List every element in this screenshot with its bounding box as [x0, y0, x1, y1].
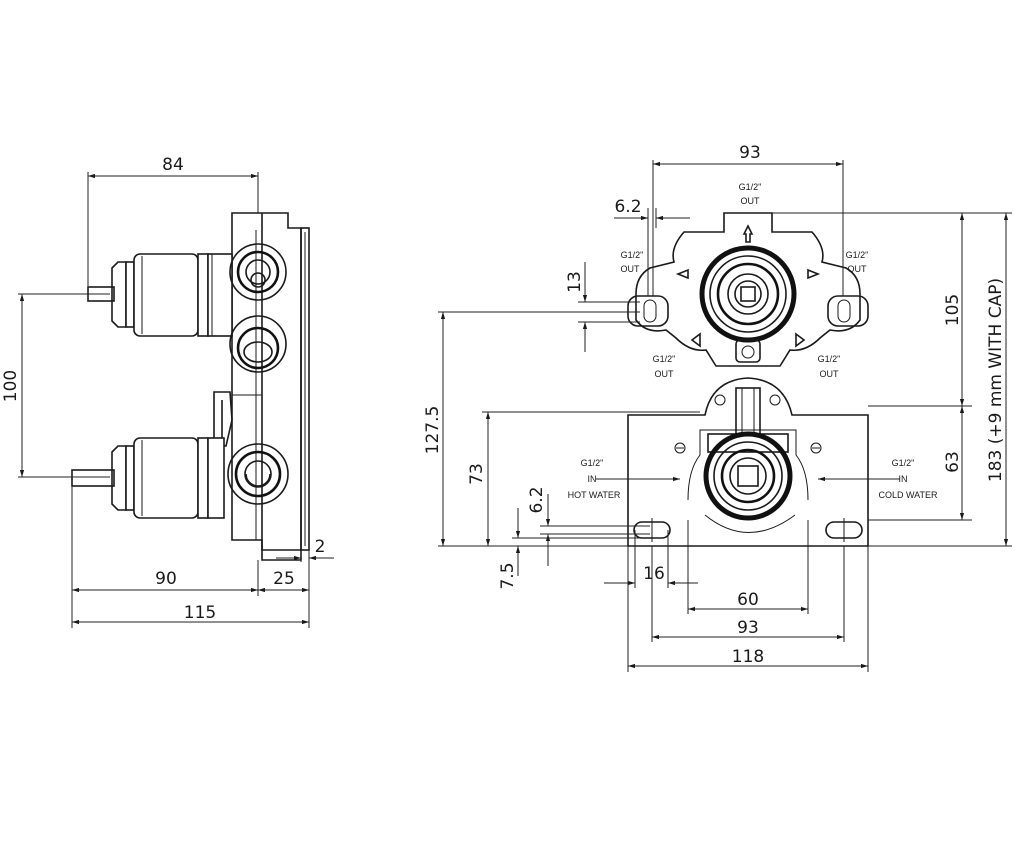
cold-size: G1/2": [892, 458, 915, 468]
dim-7-5: 7.5: [498, 562, 518, 589]
port-ur-size: G1/2": [846, 250, 869, 260]
lower-body: [703, 387, 793, 521]
dim-100: 100: [1, 370, 21, 402]
port-top-size: G1/2": [739, 182, 762, 192]
dim-115: 115: [184, 603, 216, 623]
mounting-plate: [627, 377, 869, 547]
hot-size: G1/2": [581, 458, 604, 468]
dim-13: 13: [565, 271, 585, 293]
port-ur-dir: OUT: [848, 264, 868, 274]
port-lr-dir: OUT: [820, 369, 840, 379]
port-ul-dir: OUT: [621, 264, 641, 274]
dim-93-bottom: 93: [737, 618, 759, 638]
upper-body: [627, 212, 869, 367]
front-dimensions: 93 6.2 13 105 183 (+9 mm WITH CAP): [423, 143, 1012, 672]
dim-6-2-top: 6.2: [614, 197, 641, 217]
port-ll-dir: OUT: [655, 369, 675, 379]
dim-16: 16: [643, 564, 665, 584]
cold-label: COLD WATER: [878, 490, 938, 500]
dim-73: 73: [467, 463, 487, 485]
cold-in: IN: [899, 474, 908, 484]
side-view: 84 100 90 25 115 2: [1, 155, 334, 628]
dim-84: 84: [162, 155, 184, 175]
port-ll-size: G1/2": [653, 354, 676, 364]
hot-in: IN: [588, 474, 597, 484]
port-ul-size: G1/2": [621, 250, 644, 260]
upper-cartridge: [87, 253, 233, 337]
dim-25: 25: [273, 569, 295, 589]
dim-183: 183 (+9 mm WITH CAP): [986, 278, 1006, 482]
dim-2: 2: [315, 537, 326, 557]
hot-label: HOT WATER: [568, 490, 621, 500]
dim-6-2-bottom: 6.2: [527, 486, 547, 513]
upper-ports: [229, 243, 287, 373]
front-view: G1/2" OUT G1/2" OUT G1/2" OUT G1/2" OUT …: [423, 143, 1012, 672]
dim-60: 60: [737, 590, 759, 610]
dim-127-5: 127.5: [423, 406, 443, 455]
port-top-dir: OUT: [741, 196, 761, 206]
side-body: [231, 212, 310, 561]
lower-cartridge: [71, 391, 233, 519]
dim-105: 105: [943, 294, 963, 326]
side-dimensions: 84 100 90 25 115 2: [1, 155, 334, 628]
dim-93-top: 93: [739, 143, 761, 163]
port-lr-size: G1/2": [818, 354, 841, 364]
lower-port: [227, 443, 289, 505]
dim-90: 90: [155, 569, 177, 589]
port-labels: G1/2" OUT G1/2" OUT G1/2" OUT G1/2" OUT …: [568, 182, 938, 500]
dim-118: 118: [732, 647, 764, 667]
dim-63: 63: [943, 451, 963, 473]
